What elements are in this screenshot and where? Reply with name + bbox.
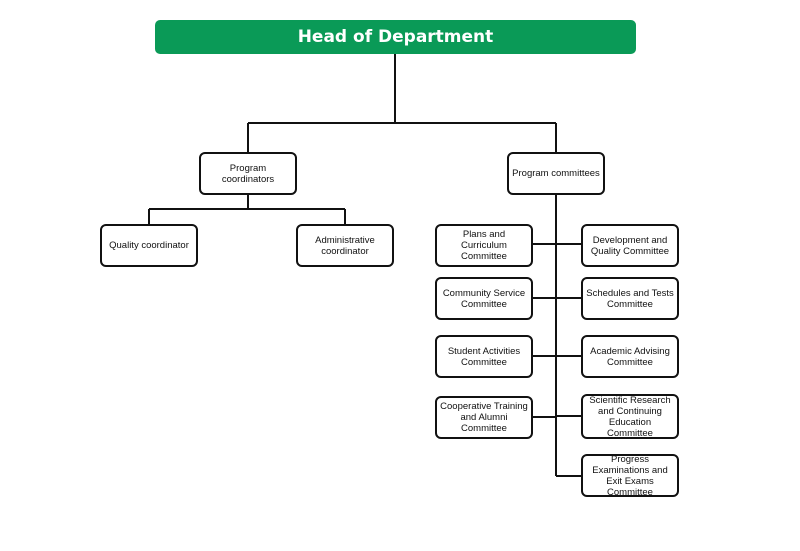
development-quality-committee-label: Development and Quality Committee bbox=[590, 234, 670, 257]
program-committees-label: Program committees bbox=[512, 168, 600, 179]
schedules-tests-committee-box: Schedules and Tests Committee bbox=[581, 277, 679, 320]
program-coordinators-box: Program coordinators bbox=[199, 152, 297, 195]
progress-examinations-committee-label: Progress Examinations and Exit Exams Com… bbox=[592, 453, 668, 498]
quality-coordinator-label: Quality coordinator bbox=[109, 240, 189, 251]
program-coordinators-label: Program coordinators bbox=[221, 162, 275, 185]
student-activities-committee-label: Student Activities Committee bbox=[447, 345, 521, 368]
academic-advising-committee-label: Academic Advising Committee bbox=[590, 345, 670, 368]
scientific-research-committee-label: Scientific Research and Continuing Educa… bbox=[589, 394, 671, 439]
quality-coordinator-box: Quality coordinator bbox=[100, 224, 198, 267]
plans-curriculum-committee-box: Plans and Curriculum Committee bbox=[435, 224, 533, 267]
program-committees-box: Program committees bbox=[507, 152, 605, 195]
head-of-department-label: Head of Department bbox=[297, 27, 494, 47]
administrative-coordinator-box: Administrative coordinator bbox=[296, 224, 394, 267]
administrative-coordinator-label: Administrative coordinator bbox=[315, 234, 375, 257]
community-service-committee-label: Community Service Committee bbox=[442, 287, 526, 310]
academic-advising-committee-box: Academic Advising Committee bbox=[581, 335, 679, 378]
head-of-department-box: Head of Department bbox=[155, 20, 636, 54]
cooperative-training-committee-label: Cooperative Training and Alumni Committe… bbox=[440, 401, 528, 434]
plans-curriculum-committee-label: Plans and Curriculum Committee bbox=[461, 229, 507, 262]
student-activities-committee-box: Student Activities Committee bbox=[435, 335, 533, 378]
scientific-research-committee-box: Scientific Research and Continuing Educa… bbox=[581, 394, 679, 439]
development-quality-committee-box: Development and Quality Committee bbox=[581, 224, 679, 267]
schedules-tests-committee-label: Schedules and Tests Committee bbox=[586, 287, 674, 310]
progress-examinations-committee-box: Progress Examinations and Exit Exams Com… bbox=[581, 453, 679, 498]
cooperative-training-committee-box: Cooperative Training and Alumni Committe… bbox=[435, 396, 533, 439]
community-service-committee-box: Community Service Committee bbox=[435, 277, 533, 320]
